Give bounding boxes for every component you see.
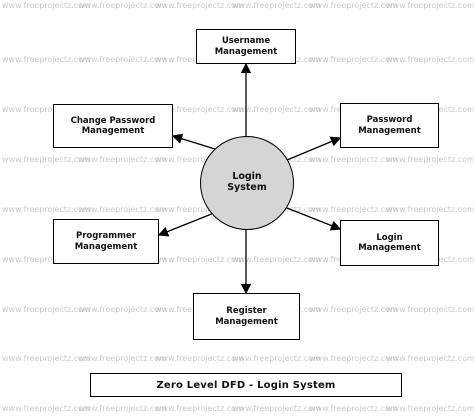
entity-label: Register Management xyxy=(215,306,278,327)
diagram-caption: Zero Level DFD - Login System xyxy=(156,379,336,391)
external-entity-login-management: Login Management xyxy=(340,220,439,266)
external-entity-username-management: Username Management xyxy=(196,29,296,64)
entity-label: Change Password Management xyxy=(70,115,156,136)
flow-programmer-management xyxy=(157,204,225,237)
process-login-system: Login System xyxy=(200,136,294,230)
external-entity-register-management: Register Management xyxy=(193,293,300,340)
flow-change-password-management xyxy=(171,133,226,157)
diagram-caption-box: Zero Level DFD - Login System xyxy=(90,373,402,397)
entity-label: Username Management xyxy=(214,36,278,57)
entity-label: Login Management xyxy=(358,232,421,253)
process-label: Login System xyxy=(227,171,267,193)
external-entity-programmer-management: Programmer Management xyxy=(53,219,159,264)
external-entity-change-password-management: Change Password Management xyxy=(53,104,173,148)
entity-label: Password Management xyxy=(358,115,421,136)
entity-label: Programmer Management xyxy=(74,231,138,252)
flow-password-management xyxy=(276,136,342,169)
external-entity-password-management: Password Management xyxy=(340,103,439,148)
flow-login-management xyxy=(276,199,342,231)
